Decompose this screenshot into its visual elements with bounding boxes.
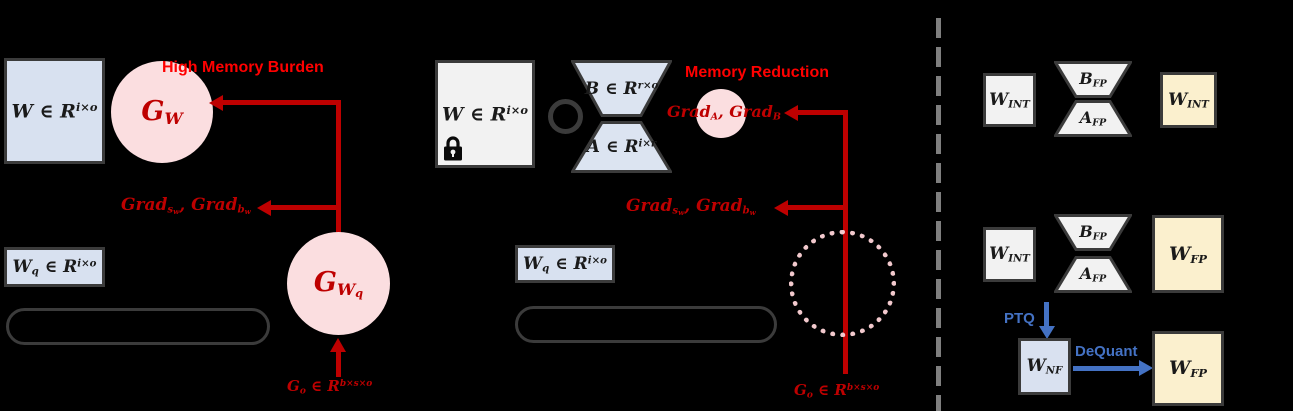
ptq-arrowhead-icon <box>1039 326 1055 339</box>
removed-gradient-dotted-circle <box>789 230 896 337</box>
quant-weight-label: Wq ∈ Ri×o <box>12 256 97 278</box>
w-int-label: WINT <box>989 89 1030 111</box>
w-fp-result-box: WFP <box>1152 215 1224 293</box>
quant-param-grads-label: Gradsw, Gradbw <box>626 196 756 217</box>
w-fp-box: WFP <box>1152 331 1224 406</box>
quant-weight-gradient-label: GWq <box>313 266 364 301</box>
quant-weight-box: Wq ∈ Ri×o <box>4 247 105 287</box>
dequant-arrow-line <box>1073 366 1141 371</box>
quant-param-grads-label: Gradsw, Gradbw <box>121 195 251 216</box>
layer-capsule <box>515 306 777 343</box>
weight-gradient-circle: GW <box>111 61 213 163</box>
a-fp-trapezoid: AFP <box>1052 100 1134 137</box>
output-grad-arrow-line <box>336 351 341 377</box>
lora-b-trapezoid: B ∈ Rr×o <box>569 60 674 117</box>
trapezoid-shape-icon <box>1052 100 1134 137</box>
trapezoid-shape-icon <box>569 60 674 117</box>
grad-arrow-line <box>270 205 340 210</box>
b-fp-label: BFP <box>1079 222 1107 243</box>
w-int-box: WINT <box>983 227 1036 282</box>
memory-reduction-annotation: Memory Reduction <box>685 64 830 81</box>
w-nf-label: WNF <box>1026 356 1063 377</box>
grad-arrowhead-icon <box>774 200 788 216</box>
grad-arrow-line <box>221 100 340 105</box>
trapezoid-shape-icon <box>1052 61 1134 98</box>
grad-arrowhead-icon <box>257 200 271 216</box>
w-int-label: WINT <box>989 244 1030 265</box>
merge-circle-icon <box>548 99 583 134</box>
b-fp-trapezoid: BFP <box>1052 61 1134 98</box>
quant-weight-gradient-circle: GWq <box>287 232 390 335</box>
panel-separator-dashed-line <box>936 18 941 411</box>
w-fp-label: WFP <box>1169 357 1207 380</box>
a-fp-label: AFP <box>1079 108 1107 129</box>
grad-arrow-line <box>797 110 847 115</box>
a-fp-label: AFP <box>1079 264 1107 285</box>
lora-b-label: B ∈ Rr×o <box>584 78 659 99</box>
w-int-result-box: WINT <box>1160 72 1217 128</box>
lora-a-label: A ∈ Ri×r <box>586 137 657 157</box>
w-int-box: WINT <box>983 73 1036 127</box>
trapezoid-shape-icon <box>1052 214 1134 251</box>
grad-arrow-line <box>336 100 341 235</box>
output-grad-label: Go ∈ Rb×s×o <box>287 377 373 397</box>
lora-gradient-circle <box>696 89 746 138</box>
grad-arrowhead-icon <box>784 105 798 121</box>
lock-icon <box>444 136 462 161</box>
w-nf-box: WNF <box>1018 338 1071 395</box>
a-fp-trapezoid: AFP <box>1052 256 1134 293</box>
lora-a-trapezoid: A ∈ Ri×r <box>569 121 674 173</box>
w-int-result-label: WINT <box>1168 89 1209 111</box>
w-fp-result-label: WFP <box>1169 242 1207 266</box>
weight-gradient-label: GW <box>141 95 183 129</box>
high-memory-burden-annotation: High Memory Burden <box>162 59 324 76</box>
grad-arrowhead-icon <box>209 95 223 111</box>
frozen-weight-box: W ∈ Ri×o <box>435 60 535 168</box>
trapezoid-shape-icon <box>569 121 674 173</box>
b-fp-label: BFP <box>1079 69 1107 90</box>
frozen-weight-label: W ∈ Ri×o <box>442 102 528 126</box>
dequant-arrowhead-icon <box>1139 360 1153 376</box>
weight-matrix-box: W ∈ Ri×o <box>4 58 105 164</box>
b-fp-trapezoid: BFP <box>1052 214 1134 251</box>
lora-grads-label: GradA, GradB <box>667 102 782 123</box>
ptq-arrow-line <box>1044 302 1049 328</box>
quant-weight-label: Wq ∈ Ri×o <box>523 253 607 275</box>
dequant-label: DeQuant <box>1075 343 1138 360</box>
ptq-label: PTQ <box>1004 310 1035 327</box>
quant-weight-box: Wq ∈ Ri×o <box>515 245 615 283</box>
output-grad-label: Go ∈ Rb×s×o <box>794 381 880 401</box>
grad-arrow-line <box>787 205 847 210</box>
layer-capsule <box>6 308 270 345</box>
trapezoid-shape-icon <box>1052 256 1134 293</box>
weight-matrix-label: W ∈ Ri×o <box>11 99 98 123</box>
output-grad-arrowhead-icon <box>330 338 346 352</box>
